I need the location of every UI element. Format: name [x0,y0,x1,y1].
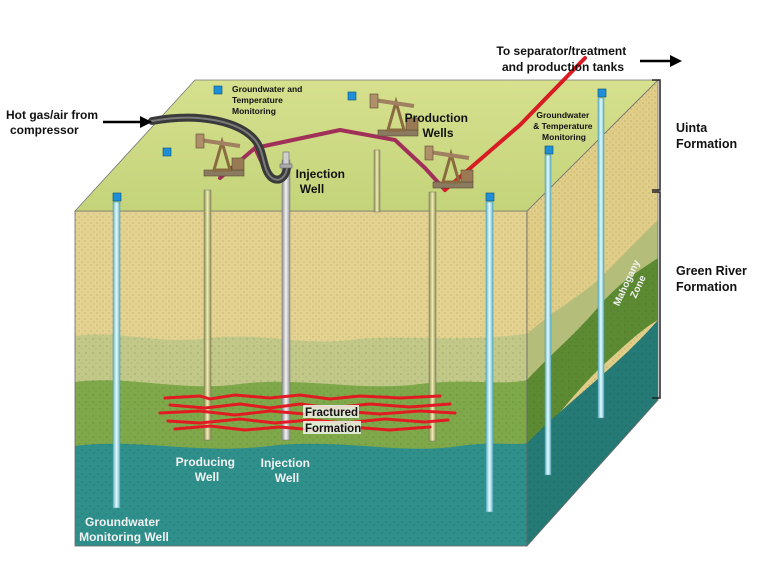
producing-well-line2: Well [195,470,219,484]
svg-text:Injection Well: Injection Well [296,167,349,196]
gw-temp-monitoring-well-b [597,97,605,419]
svg-text:Producing Well: Producing Well [176,455,239,484]
separator-label-line2: and production tanks [502,60,624,74]
separator-red-pipe [443,56,587,192]
arrow-right-icon [640,55,682,67]
injection-well-top-line1: Injection [296,167,345,181]
gw-temp-right-line3: Monitoring [542,132,586,142]
formation-brackets [652,79,661,399]
svg-text:Fractured Formation: Fractured Formation [305,407,361,435]
svg-text:Groundwater Monitoring W: Groundwater Monitoring Well [79,515,169,544]
producing-well-line1: Producing [176,455,235,469]
svg-text:Injection Well: Injection Well [261,456,314,485]
groundwater-monitoring-well-right [485,201,494,513]
injection-well-bottom-line2: Well [275,471,299,485]
pumpjack-right [424,145,474,189]
sensor-icon [597,88,607,98]
injection-wellhead [279,151,293,169]
sensor-icon [347,91,357,101]
svg-text:Production Wells: Production Wells [405,111,472,140]
sensor-icon [112,192,122,202]
injection-well-top-line2: Well [300,182,324,196]
wells [112,97,605,513]
production-wells-line2: Wells [422,126,453,140]
injection-well-bottom-line1: Injection [261,456,310,470]
sensor-icon [544,145,554,155]
svg-text:Green River Formation: Green River Formation [676,264,750,294]
green-river-line2: Formation [676,280,737,294]
green-river-line1: Green River [676,264,747,278]
gw-temp-top-line1: Groundwater and [232,84,302,94]
monitoring-sensors [112,85,607,202]
svg-text:Groundwater and Temperat: Groundwater and Temperature Monitoring [232,84,305,116]
pumpjack-left [195,133,245,177]
gw-temp-right-line2: & Temperature [533,121,593,131]
gw-monitoring-line1: Groundwater [85,515,160,529]
svg-text:Hot gas/air from compres: Hot gas/air from compressor [6,108,101,137]
groundwater-monitoring-well-left [112,201,121,509]
labels: To separator/treatment and production ta… [6,44,750,544]
uinta-line1: Uinta [676,121,708,135]
uinta-bracket [652,79,661,191]
green-river-bracket [652,191,661,399]
gw-temp-top-line2: Temperature [232,95,283,105]
gw-temp-top-line3: Monitoring [232,106,276,116]
svg-text:To separator/treatment a: To separator/treatment and production ta… [496,44,629,74]
gathering-pipeline [218,128,447,192]
sensor-icon [162,147,172,157]
gw-monitoring-line2: Monitoring Well [79,530,169,544]
sensor-icon [485,192,495,202]
right-face [526,79,659,548]
production-wells-line1: Production [405,111,468,125]
sensor-icon [213,85,223,95]
uinta-line2: Formation [676,137,737,151]
producing-well-right-pipe [428,191,437,442]
gw-temp-monitoring-well-a [544,154,552,476]
hot-gas-label-line1: Hot gas/air from [6,108,98,122]
svg-text:Groundwater & Temperatur: Groundwater & Temperature Monitoring [533,110,595,142]
surface-pipelines [148,56,587,192]
gw-temp-right-line1: Groundwater [536,110,590,120]
pumpjack-center [369,93,419,137]
arrow-right-icon [103,116,152,128]
front-face [74,210,528,547]
separator-label-line1: To separator/treatment [496,44,626,58]
producing-well-pipe [203,189,212,441]
fractured-line1: Fractured [305,407,358,419]
hot-gas-label-line2: compressor [10,123,79,137]
production-well-back-pipe [373,149,381,213]
arrows [103,55,682,128]
fractured-line2: Formation [305,423,361,435]
svg-text:Uinta Formation: Uinta Formation [676,121,737,151]
